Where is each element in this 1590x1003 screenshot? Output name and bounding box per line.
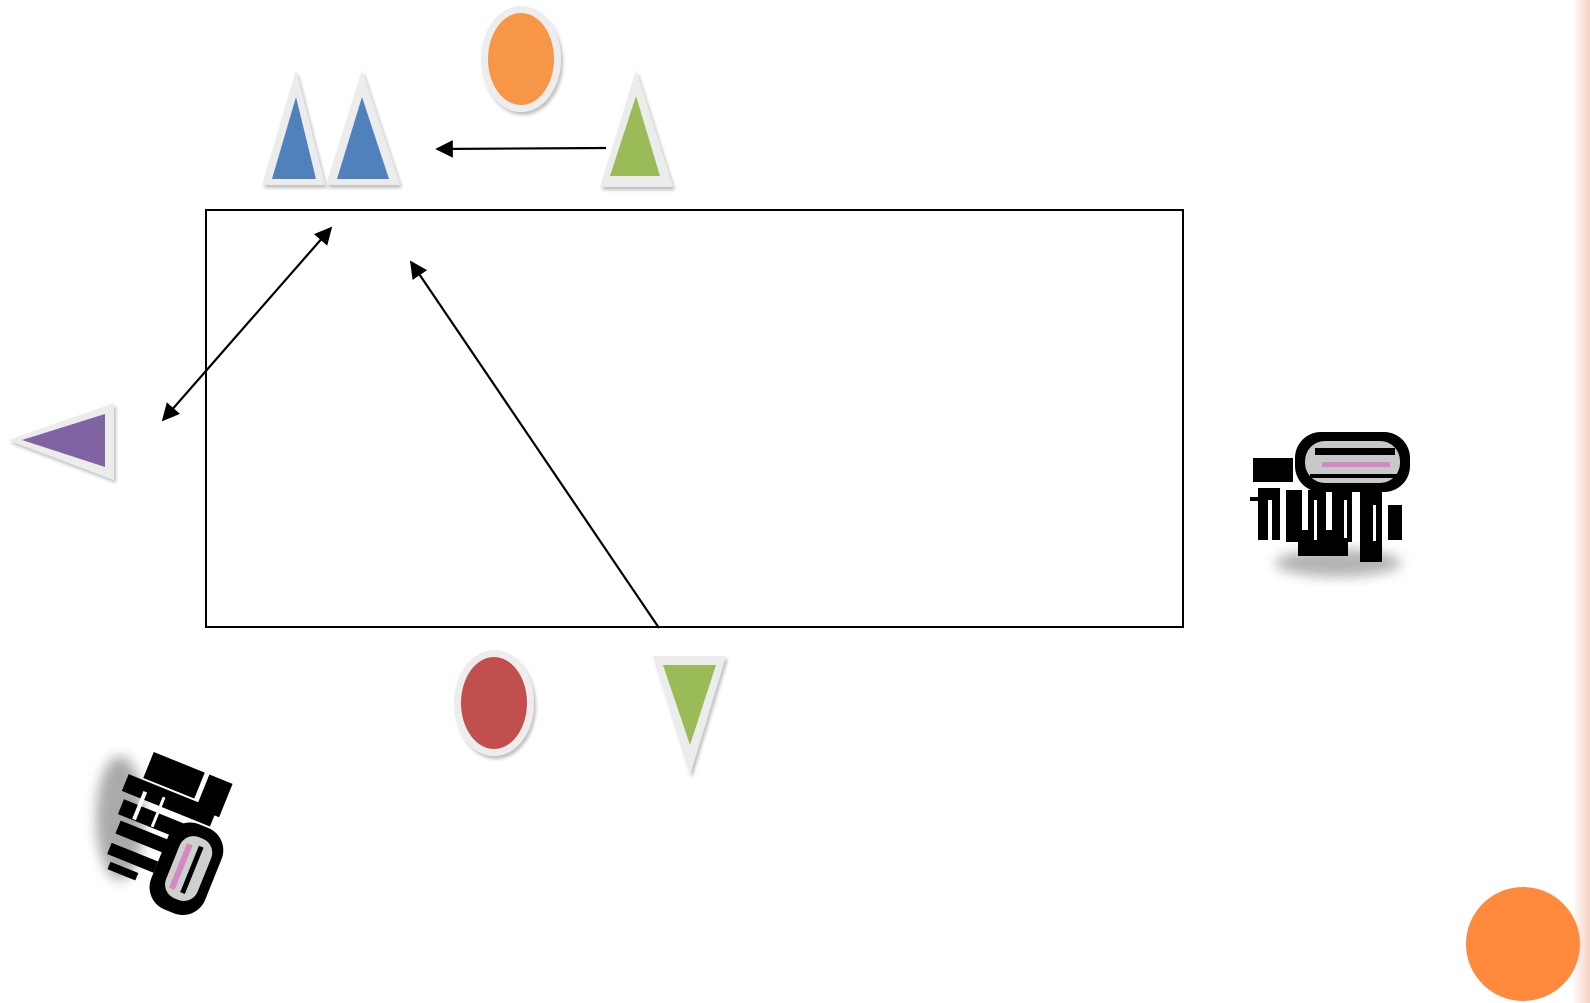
orange-circle	[481, 6, 561, 112]
green-triangle-bottom	[653, 656, 726, 775]
arrow-purple-blue-double	[161, 226, 333, 422]
red-circle	[454, 650, 534, 756]
blue-triangle-right	[326, 70, 400, 185]
arrow-green-to-blue	[435, 140, 607, 158]
robot-image-right	[1250, 432, 1410, 577]
arrow-bottom-to-top	[410, 260, 660, 629]
corner-orange-circle	[1466, 887, 1580, 1001]
purple-triangle	[8, 403, 114, 480]
blue-triangle-left	[262, 70, 325, 185]
green-triangle-top	[600, 70, 673, 187]
robot-image-bottom-left	[96, 751, 233, 915]
field-rectangle	[205, 209, 1184, 628]
slide-edge-stripe	[1572, 0, 1590, 1003]
